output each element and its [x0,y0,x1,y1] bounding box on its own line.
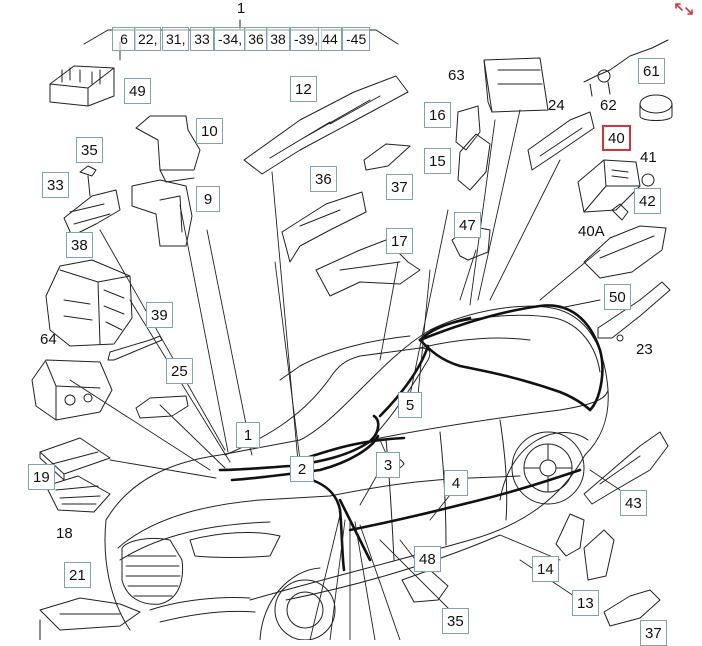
part-49-relay-carrier [49,65,115,107]
part-35-bolt [79,165,97,197]
part-43-trim [583,431,669,505]
expand-arrows-icon[interactable] [674,2,694,16]
part-33-bracket [63,189,121,237]
part-15-bracket [457,133,491,191]
part-24-cover [527,111,595,171]
part-14-bracket [555,513,585,557]
part-38-fuse-box [45,259,133,347]
part-17-rail [315,239,421,297]
part-39-strap [107,335,163,361]
part-61-grommet [639,94,673,121]
header-bracket [83,29,399,45]
part-13-bracket [583,529,615,581]
part-9-bracket [131,179,193,247]
part-18-mat [45,475,111,513]
wiring-harness [218,304,604,572]
car-body-outline [104,305,609,640]
part-40a-bracket [583,225,667,279]
part-48-trim [401,569,449,603]
part-23-trim [597,281,671,342]
part-41-nut [641,173,655,187]
part-62-clip [583,39,669,97]
leader-lines [69,41,621,640]
part-63-module [483,57,549,113]
part-12-rail [243,75,409,175]
part-36-bracket [281,191,367,263]
part-42-clip [611,203,629,221]
part-10-cover [135,115,201,183]
part-37b-trim [603,589,661,627]
part-40-control-module [577,159,641,213]
part-25-connector [135,395,189,419]
part-19-panel [39,437,111,481]
part-16-bracket [455,105,481,151]
part-47-bracket [451,225,491,261]
part-64-control-unit [31,359,113,421]
part-37-plate [363,143,411,171]
part-21-trim [39,597,141,640]
